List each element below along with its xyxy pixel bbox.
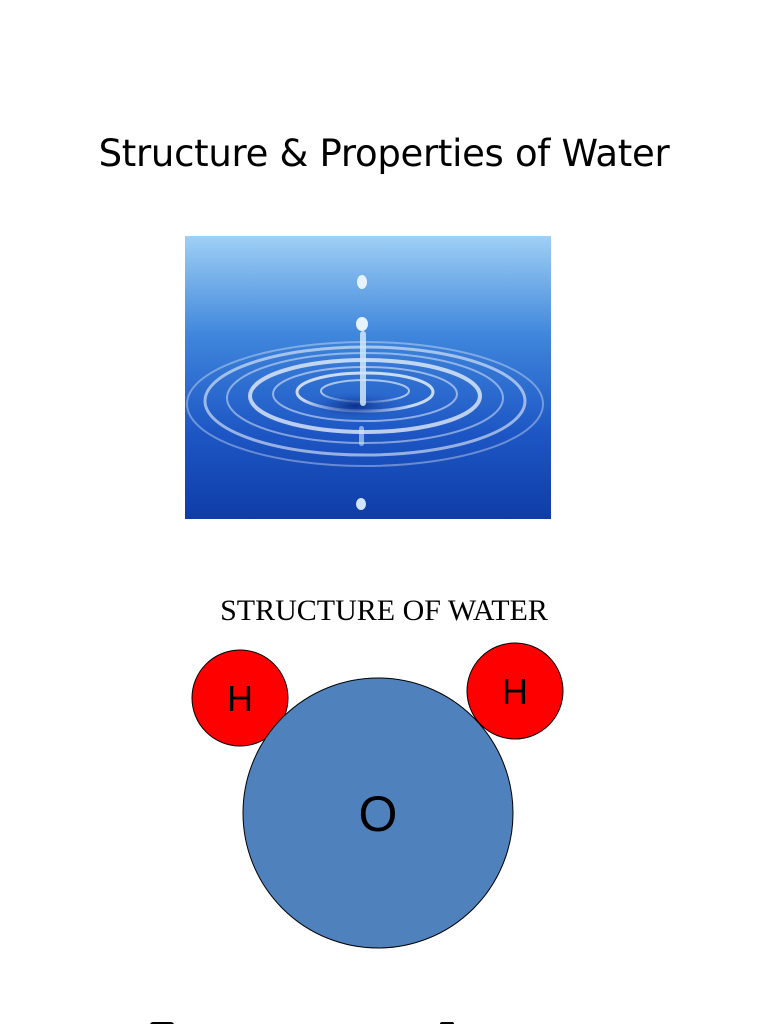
hydrogen-right-label: H xyxy=(502,671,528,712)
cut-off-text-line xyxy=(150,1022,454,1024)
water-droplet-image xyxy=(185,236,551,519)
slide-title: Structure & Properties of Water xyxy=(98,132,670,175)
diagram-heading: STRUCTURE OF WATER xyxy=(220,594,548,627)
hydrogen-atom-right: H xyxy=(466,642,564,740)
oxygen-label: O xyxy=(359,786,398,842)
hydrogen-atom-left: H xyxy=(191,649,289,747)
water-molecule-diagram: H H O xyxy=(191,642,564,949)
hydrogen-left-label: H xyxy=(227,678,253,719)
oxygen-atom: O xyxy=(242,677,514,949)
